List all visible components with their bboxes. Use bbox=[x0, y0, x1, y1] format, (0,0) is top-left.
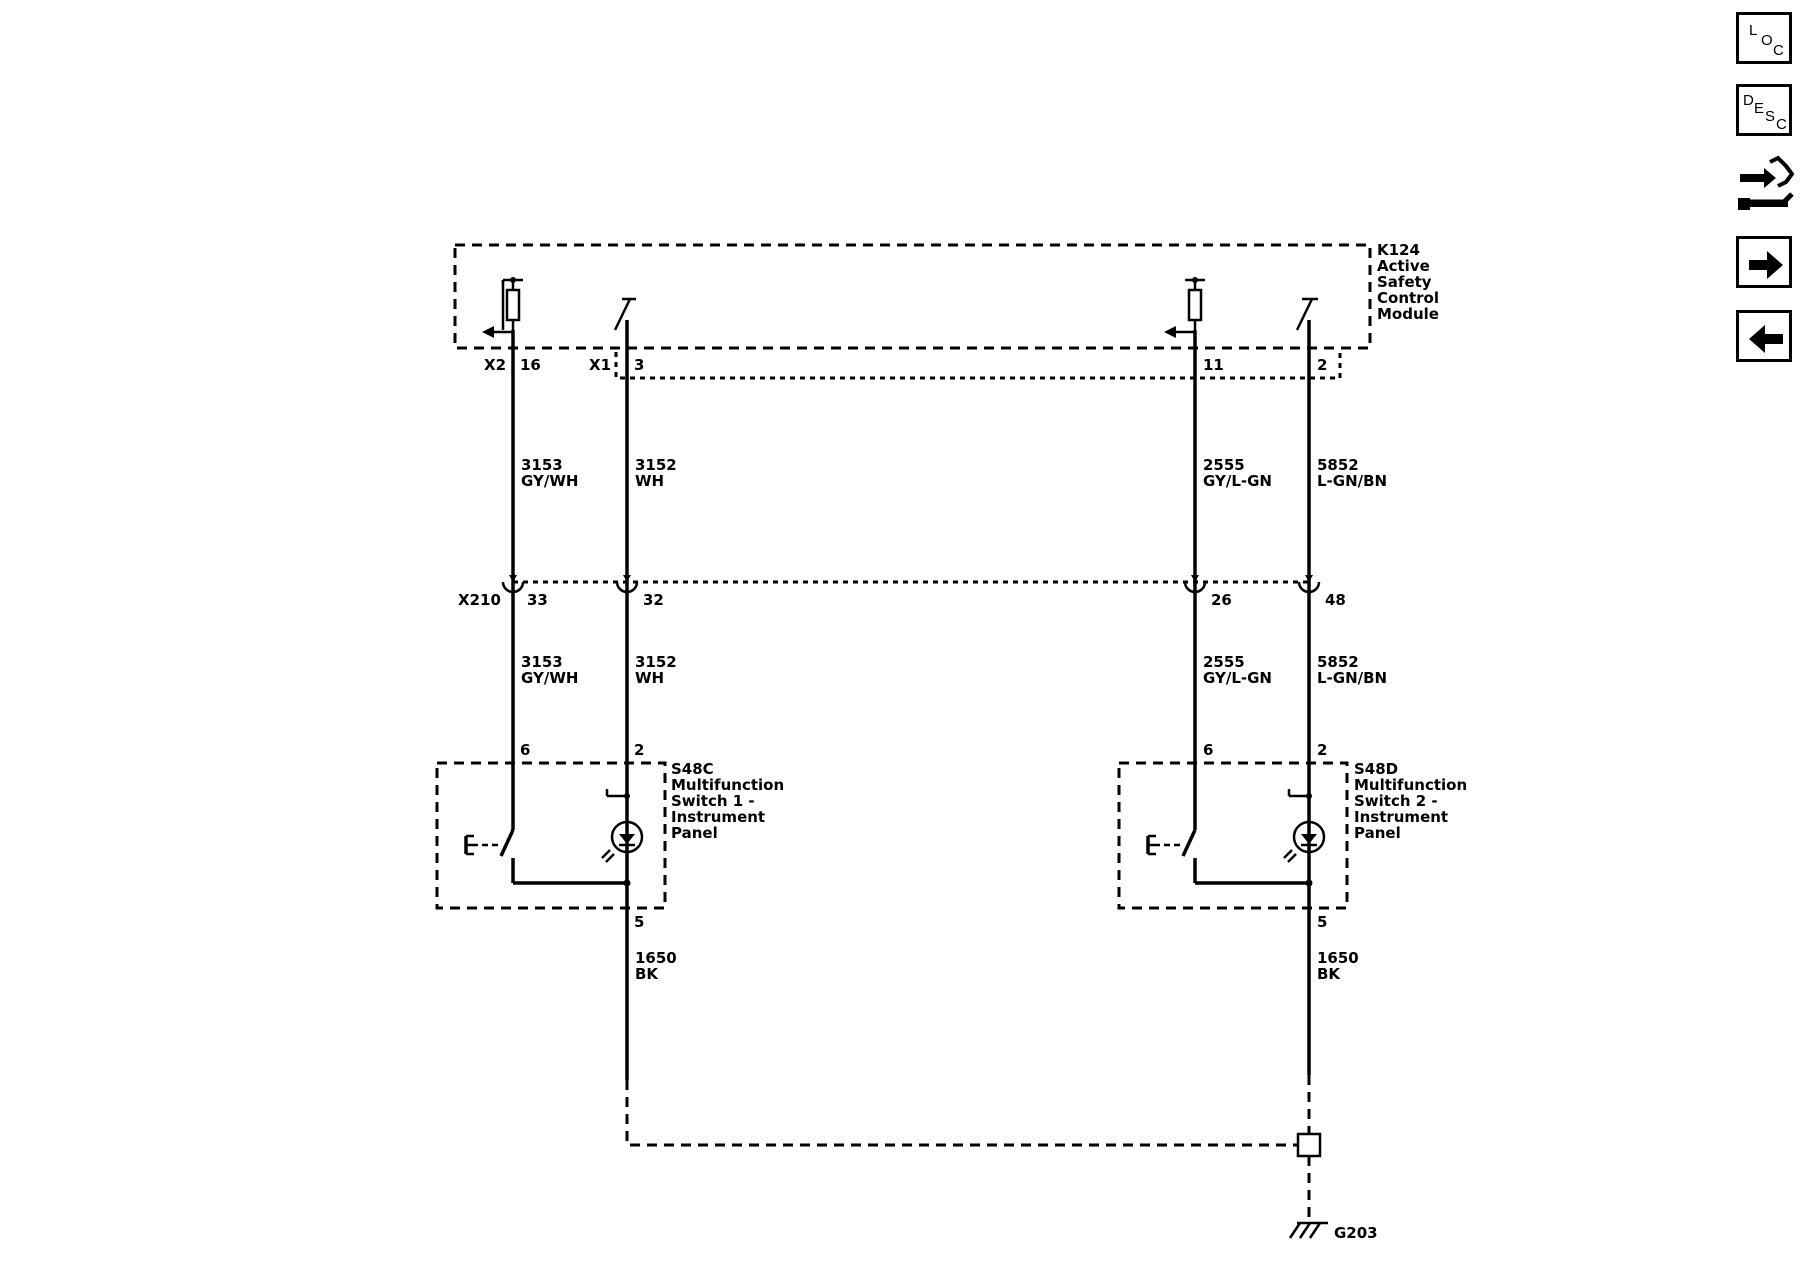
switch-left-pin-2: 2 bbox=[634, 741, 644, 759]
wire-lower-color-1: GY/WH bbox=[521, 669, 578, 687]
ground-symbol-icon bbox=[1288, 1221, 1328, 1239]
switch-left-line-4: Panel bbox=[671, 824, 718, 842]
svg-text:C: C bbox=[1773, 42, 1784, 59]
connector-icon bbox=[1738, 155, 1795, 210]
module-id: K124 bbox=[1377, 241, 1420, 259]
inline-pin-48: 48 bbox=[1325, 591, 1346, 609]
switch-right-splice bbox=[1305, 879, 1313, 887]
switch-right-line-2: Switch 2 - bbox=[1354, 792, 1438, 810]
switch-left-line-3: Instrument bbox=[671, 808, 765, 826]
module-name-line-4: Module bbox=[1377, 305, 1439, 323]
module-internal-switch-right bbox=[1295, 297, 1318, 331]
module-name-line-1: Active bbox=[1377, 257, 1430, 275]
connector-view-button[interactable] bbox=[1734, 152, 1795, 224]
connector-x2-label: X2 bbox=[484, 356, 506, 374]
switch-right-line-1: Multifunction bbox=[1354, 776, 1467, 794]
x210-terminals bbox=[501, 575, 1321, 594]
module-pin-3: 3 bbox=[634, 356, 644, 374]
wire-upper-circuit-2: 3152 bbox=[635, 456, 677, 474]
connector-x1-label: X1 bbox=[589, 356, 611, 374]
switch-right-line-4: Panel bbox=[1354, 824, 1401, 842]
switch-right-pin-2: 2 bbox=[1317, 741, 1327, 759]
module-pin-2: 2 bbox=[1317, 356, 1327, 374]
wire-lower-circuit-3: 2555 bbox=[1203, 653, 1245, 671]
desc-icon: D E S C bbox=[1743, 92, 1787, 133]
switch-left-lamp bbox=[601, 789, 644, 863]
loc-icon: L O C bbox=[1749, 22, 1784, 59]
module-name-line-2: Safety bbox=[1377, 273, 1432, 291]
module-pin-11: 11 bbox=[1203, 356, 1224, 374]
wire-lower-color-2: WH bbox=[635, 669, 664, 687]
svg-text:C: C bbox=[1776, 116, 1787, 133]
module-pin-16: 16 bbox=[520, 356, 541, 374]
switch-right-pin-6: 6 bbox=[1203, 741, 1213, 759]
wire-lower-circuit-2: 3152 bbox=[635, 653, 677, 671]
switch-left-splice bbox=[623, 879, 631, 887]
module-internal-switch-left bbox=[613, 297, 636, 331]
arrow-right-icon bbox=[1749, 251, 1783, 279]
wire-upper-color-1: GY/WH bbox=[521, 472, 578, 490]
wire-lower-color-3: GY/L-GN bbox=[1203, 669, 1272, 687]
ground-wire-left-circuit: 1650 bbox=[635, 949, 677, 967]
switch-right-id: S48D bbox=[1354, 760, 1398, 778]
switch-right-line-3: Instrument bbox=[1354, 808, 1448, 826]
ground-wire-right-color: BK bbox=[1317, 965, 1341, 983]
wire-upper-circuit-4: 5852 bbox=[1317, 456, 1359, 474]
switch-left-pin-6: 6 bbox=[520, 741, 530, 759]
wire-lower-circuit-4: 5852 bbox=[1317, 653, 1359, 671]
desc-button[interactable]: D E S C bbox=[1736, 84, 1792, 136]
svg-text:E: E bbox=[1754, 100, 1764, 117]
wire-lower-circuit-1: 3153 bbox=[521, 653, 563, 671]
svg-text:L: L bbox=[1749, 22, 1757, 39]
x1-connector-outline bbox=[614, 350, 1342, 380]
ground-wire-right-circuit: 1650 bbox=[1317, 949, 1359, 967]
wire-upper-color-3: GY/L-GN bbox=[1203, 472, 1272, 490]
switch-right-contact bbox=[1146, 823, 1203, 885]
wire-upper-circuit-1: 3153 bbox=[521, 456, 563, 474]
wire-upper-circuit-3: 2555 bbox=[1203, 456, 1245, 474]
module-name-line-3: Control bbox=[1377, 289, 1439, 307]
wire-upper-color-4: L-GN/BN bbox=[1317, 472, 1387, 490]
ground-id: G203 bbox=[1334, 1224, 1378, 1242]
switch-right-lamp bbox=[1283, 789, 1326, 863]
wire-lower-color-4: L-GN/BN bbox=[1317, 669, 1387, 687]
module-outline bbox=[453, 243, 1372, 350]
switch-left-line-1: Multifunction bbox=[671, 776, 784, 794]
ground-wire-left-color: BK bbox=[635, 965, 659, 983]
inline-pin-33: 33 bbox=[527, 591, 548, 609]
connector-x210-label: X210 bbox=[458, 591, 501, 609]
arrow-left-icon bbox=[1749, 325, 1783, 353]
next-button[interactable] bbox=[1736, 236, 1792, 288]
svg-text:O: O bbox=[1761, 32, 1773, 49]
switch-left-id: S48C bbox=[671, 760, 714, 778]
switch-left-pin-5: 5 bbox=[634, 913, 644, 931]
switch-right-pin-5: 5 bbox=[1317, 913, 1327, 931]
switch-left-contact bbox=[464, 823, 521, 885]
inline-pin-26: 26 bbox=[1211, 591, 1232, 609]
previous-button[interactable] bbox=[1736, 310, 1792, 362]
module-internal-right bbox=[1164, 277, 1205, 338]
inline-pin-32: 32 bbox=[643, 591, 664, 609]
svg-text:S: S bbox=[1765, 108, 1775, 125]
switch-left-line-2: Switch 1 - bbox=[671, 792, 755, 810]
ground-dashed-path-left bbox=[625, 1080, 1298, 1147]
ground-splice-block bbox=[1296, 1132, 1322, 1158]
loc-button[interactable]: L O C bbox=[1736, 12, 1792, 64]
module-internal-left bbox=[482, 277, 523, 338]
svg-text:D: D bbox=[1743, 92, 1754, 109]
wire-upper-color-2: WH bbox=[635, 472, 664, 490]
